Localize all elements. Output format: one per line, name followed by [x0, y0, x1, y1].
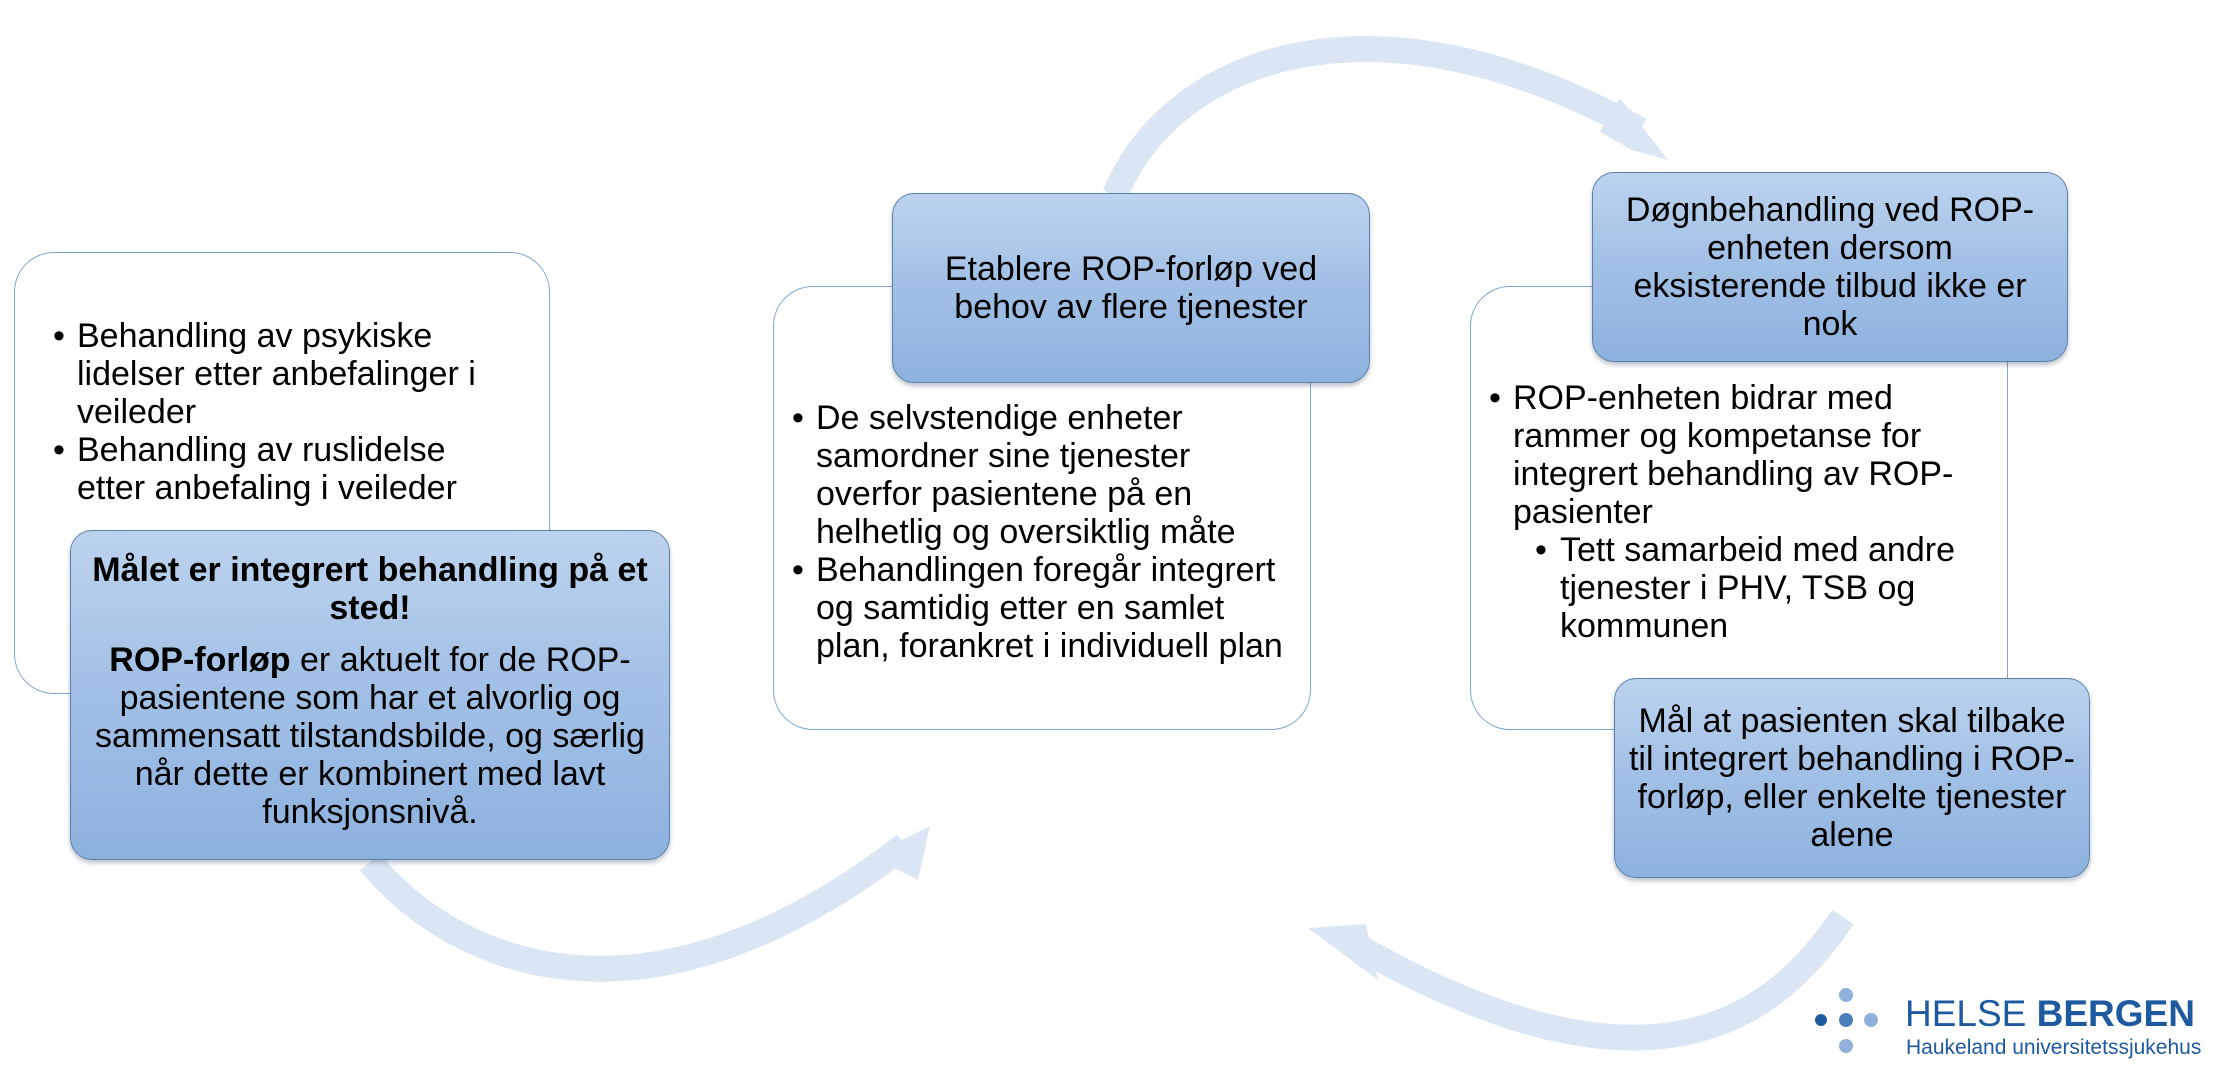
logo-dots-icon: [1815, 988, 1878, 1053]
arrow-bottom-left-shaft: [359, 834, 913, 982]
middle-bullet-list: De selvstendige enheter samordner sine t…: [792, 399, 1292, 665]
middle-bullet-2: Behandlingen foregår integrert og samtid…: [792, 551, 1292, 665]
right-bottom-box: Mål at pasienten skal tilbake til integr…: [1614, 678, 2090, 878]
goal-body: ROP-forløp er aktuelt for de ROP-pasient…: [87, 641, 653, 831]
right-sub-bullet-1: Tett samarbeid med andre tjenester i PHV…: [1513, 531, 1969, 645]
goal-body-bold: ROP-forløp: [109, 641, 291, 679]
goal-heading: Målet er integrert behandling på et sted…: [92, 551, 648, 627]
arrow-bottom-right-head: [1308, 924, 1378, 980]
logo-name: HELSE BERGEN: [1905, 994, 2195, 1034]
logo-name-bold: BERGEN: [2036, 993, 2195, 1034]
arrow-top-shaft: [1102, 36, 1647, 201]
goal-body-text: er aktuelt for de ROP-pasientene som har…: [95, 641, 645, 831]
right-bullet-list: ROP-enheten bidrar med rammer og kompeta…: [1489, 379, 1969, 645]
right-top-box-text: Døgnbehandling ved ROP-enheten dersom ek…: [1625, 191, 2035, 343]
left-bullet-2: Behandling av ruslidelse etter anbefalin…: [53, 431, 523, 507]
right-bottom-box-text: Mål at pasienten skal tilbake til integr…: [1628, 702, 2075, 854]
logo-subtitle: Haukeland universitetssjukehus: [1906, 1036, 2202, 1059]
arrow-bottom-left-head: [870, 826, 930, 880]
right-bullet-1: ROP-enheten bidrar med rammer og kompeta…: [1489, 379, 1969, 645]
arrow-top-head: [1600, 98, 1668, 160]
left-goal-box: Målet er integrert behandling på et sted…: [70, 530, 670, 860]
left-bullet-1: Behandling av psykiske lidelser etter an…: [53, 317, 523, 431]
left-card: Behandling av psykiske lidelser etter an…: [14, 252, 550, 694]
logo-name-light: HELSE: [1905, 993, 2037, 1034]
right-sub-list: Tett samarbeid med andre tjenester i PHV…: [1513, 531, 1969, 645]
arrow-bottom-right-shaft: [1348, 909, 1854, 1051]
helse-bergen-logo: HELSE BERGEN Haukeland universitetssjuke…: [1810, 980, 2216, 1080]
middle-box-text: Etablere ROP-forløp ved behov av flere t…: [944, 250, 1318, 326]
middle-bullet-1: De selvstendige enheter samordner sine t…: [792, 399, 1292, 551]
right-bullet-1-text: ROP-enheten bidrar med rammer og kompeta…: [1513, 379, 1954, 531]
middle-box: Etablere ROP-forløp ved behov av flere t…: [892, 193, 1370, 383]
left-bullet-list: Behandling av psykiske lidelser etter an…: [53, 317, 523, 507]
right-top-box: Døgnbehandling ved ROP-enheten dersom ek…: [1592, 172, 2068, 362]
